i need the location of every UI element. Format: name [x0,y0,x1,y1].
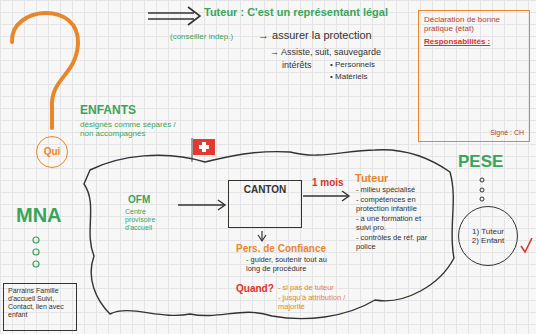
node-text: Qui [44,146,61,158]
bullet-text: • Matériels [330,72,367,81]
big-arrow [148,7,200,25]
bullet-text: - jusqu'à attribution / majorité [278,294,348,311]
bullet-text: - a une formation et suivi pro. [356,215,438,232]
bullet-text: - contrôles de réf. par police [356,234,438,251]
node-text: Parrains Famille d'accueil Suivi, Contac… [8,287,72,319]
check-mark [521,238,532,252]
heading-text: Tuteur [355,172,388,185]
arrow [303,191,349,201]
switzerland-map [84,150,454,319]
heading-text: Pers. de Confiance [236,243,326,255]
node-text: Déclaration de bonne pratique (état) [424,15,524,33]
title-text: Tuteur : C'est un représentant légal [204,6,388,19]
node-text: Signé : CH [424,129,524,137]
question-text: Quand? [236,283,274,295]
pese-circle: 1) Tuteur 2) Enfant [458,206,518,266]
note-text: → assurer la protection [258,29,372,42]
question-mark [12,13,78,128]
heading-text: PESE [458,152,503,172]
note-text: → Assiste, suit, sauvegarde [270,47,381,57]
heading-text: OFM [128,194,150,206]
swiss-flag [192,138,215,162]
node-text: Responsabilités : [424,37,524,46]
arrow [178,200,225,210]
note-box: Déclaration de bonne pratique (état) Resp… [418,10,530,142]
heading-text: ENFANTS [80,104,136,118]
bullet-text: - compétences en protection infantile [356,196,438,213]
bullet-text: - si pas de tuteur [278,284,334,293]
note-text: désignés comme séparés / non accompagnés [80,120,188,138]
note-text: Centre provisoire d'accueil [125,208,175,232]
bullet-text: • Personnels [330,60,375,69]
dots [33,237,39,267]
arrow [258,231,266,241]
note-text: intérêts [282,60,312,70]
canton-box: CANTON [228,180,302,228]
node-text: CANTON [233,184,297,196]
note-text: (conseiller indep.) [170,32,233,41]
dots [480,178,484,201]
bullet-text: - milieu spécialisé [356,186,438,195]
duration-text: 1 mois [312,177,344,189]
node-text: 1) Tuteur 2) Enfant [468,227,508,245]
bullet-text: - guider, soutenir tout au long de procé… [246,256,332,273]
note-box: Parrains Famille d'accueil Suivi, Contac… [3,283,77,331]
question-circle: Qui [36,136,68,168]
heading-text: MNA [16,204,62,227]
